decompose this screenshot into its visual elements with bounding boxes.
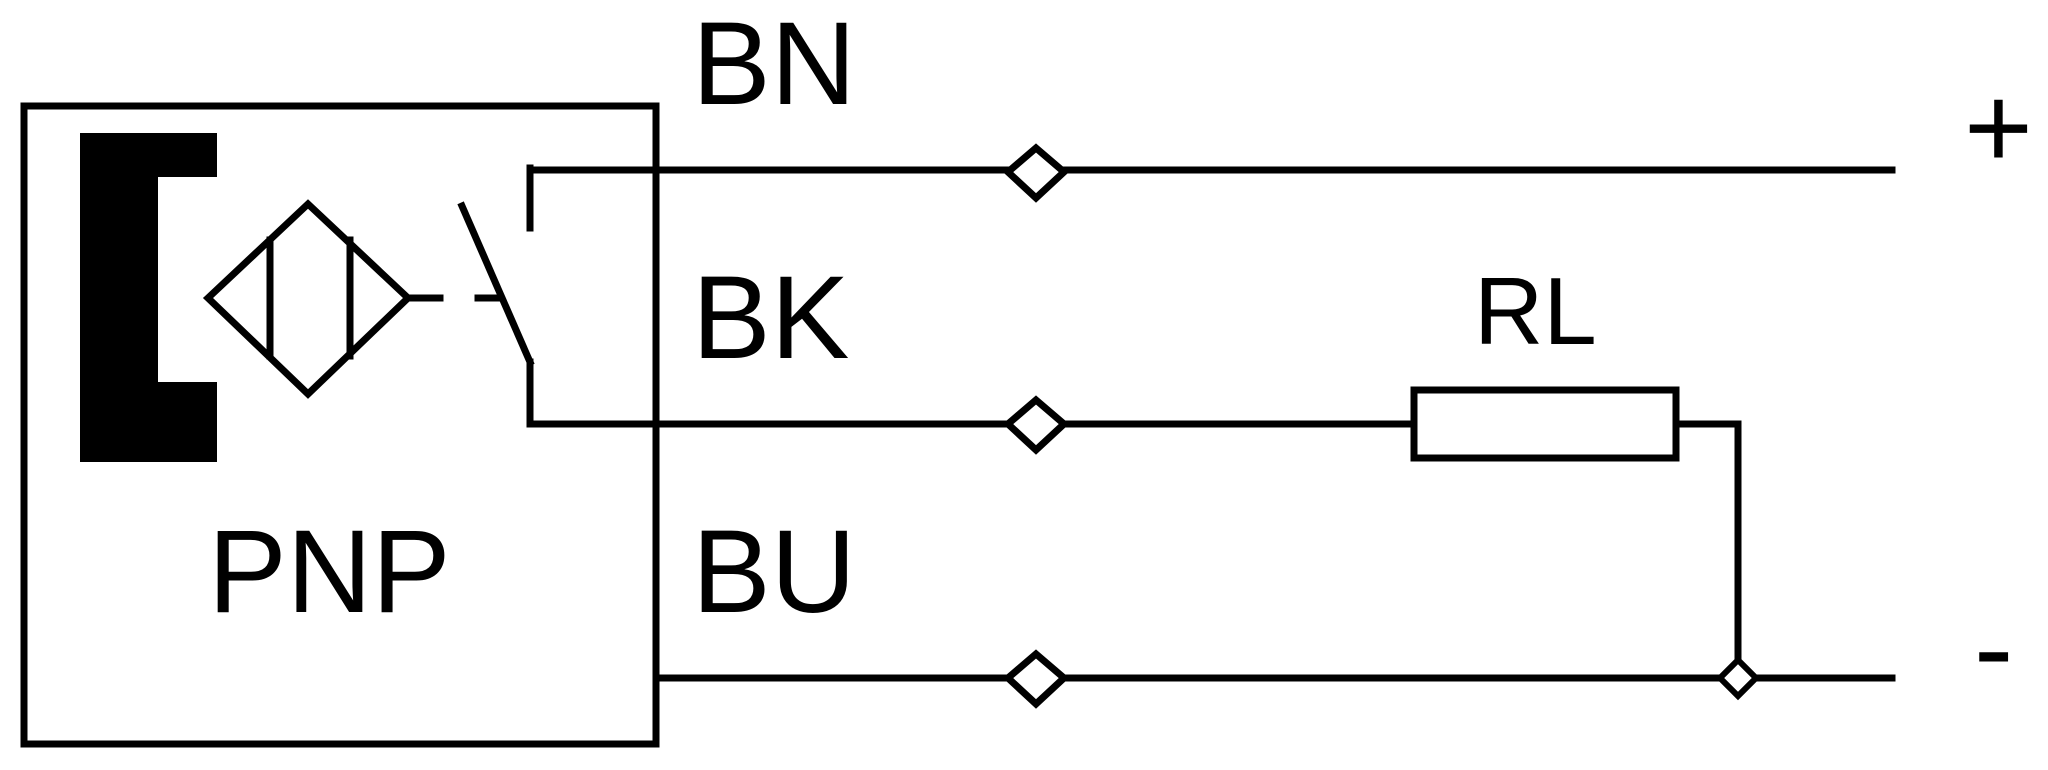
brown-wire: [526, 164, 1896, 174]
junction-node: [1715, 655, 1761, 701]
load-resistor: [1410, 386, 1680, 462]
wire-label-blue: BU: [692, 506, 856, 638]
wire-label-black: BK: [692, 252, 849, 384]
polarity-plus: +: [1964, 62, 2033, 194]
polarity-minus: -: [1974, 582, 2013, 714]
sensing-face-bracket: [80, 133, 217, 462]
terminal-black: [1002, 395, 1070, 455]
load-return-wire: [1672, 420, 1742, 682]
terminal-brown: [1002, 143, 1070, 203]
inductive-sensor-icon: [202, 199, 444, 399]
wire-label-brown: BN: [692, 0, 856, 130]
terminal-blue: [1002, 649, 1070, 709]
sensor-type-label: PNP: [208, 506, 451, 638]
switch-contact-icon: [457, 164, 535, 428]
load-label: RL: [1474, 258, 1597, 365]
